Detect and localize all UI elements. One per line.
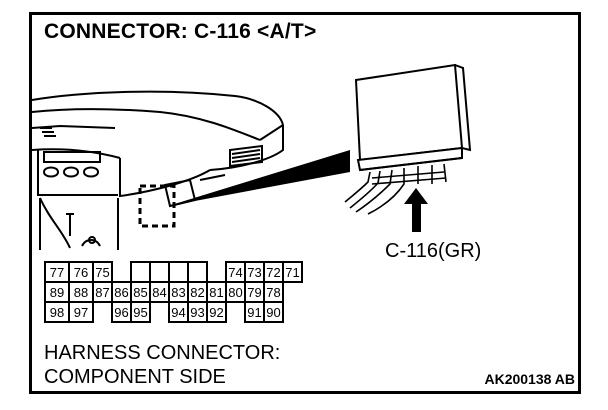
pin-cell: 82 <box>187 281 208 303</box>
diagram-frame <box>29 12 581 394</box>
pin-row-1: 77 76 75 74 73 72 71 <box>44 261 303 283</box>
pin-cell <box>168 261 189 283</box>
pin-cell: 89 <box>44 281 70 303</box>
location-box <box>138 184 176 228</box>
pin-cell: 71 <box>282 261 303 283</box>
dashboard-outline <box>31 90 284 250</box>
pin-cell: 78 <box>263 281 284 303</box>
pin-cell: 96 <box>111 301 132 323</box>
pin-cell: 72 <box>263 261 284 283</box>
pin-cell: 75 <box>92 261 113 283</box>
pin-cell: 74 <box>225 261 246 283</box>
pointer-arrow <box>404 188 428 232</box>
pin-cell: 90 <box>263 301 284 323</box>
pin-cell: 92 <box>206 301 227 323</box>
pin-cell: 88 <box>68 281 94 303</box>
pin-cell <box>187 261 208 283</box>
pin-cell: 94 <box>168 301 189 323</box>
ecu-module <box>354 63 472 172</box>
pin-gap <box>207 262 226 283</box>
pin-gap <box>226 302 245 322</box>
connector-callout: C-116(GR) <box>385 240 481 263</box>
pin-cell: 79 <box>244 281 265 303</box>
title-text: CONNECTOR: C-116 <A/T> <box>44 20 317 43</box>
pin-cell: 87 <box>92 281 113 303</box>
pin-row-3: 98 97 96 95 94 93 92 91 90 <box>44 301 302 323</box>
pin-cell: 77 <box>44 261 70 283</box>
pin-cell: 93 <box>187 301 208 323</box>
pin-gap <box>283 302 302 322</box>
pin-cell: 86 <box>111 281 132 303</box>
location-wedge <box>168 150 350 206</box>
diagram-title: CONNECTOR: C-116 <A/T> <box>44 20 316 44</box>
harness-wires <box>344 163 447 215</box>
pin-gap <box>112 262 131 283</box>
pin-cell <box>149 261 170 283</box>
connector-callout-label: C-116(GR) <box>385 240 482 262</box>
pin-gap <box>283 282 302 302</box>
pin-cell: 91 <box>244 301 265 323</box>
pin-cell: 73 <box>244 261 265 283</box>
pin-cell: 81 <box>206 281 227 303</box>
pin-cell: 95 <box>130 301 151 323</box>
figure-id: AK200138 AB <box>484 371 575 387</box>
pin-gap <box>93 302 112 322</box>
pin-cell: 83 <box>168 281 189 303</box>
connector-pin-layout: 77 76 75 74 73 72 71 89 88 87 86 85 84 8… <box>44 261 303 323</box>
pin-cell: 84 <box>149 281 170 303</box>
pin-cell: 76 <box>68 261 94 283</box>
pin-gap <box>150 302 169 322</box>
pin-row-2: 89 88 87 86 85 84 83 82 81 80 79 78 <box>44 281 302 303</box>
footer-line-2: COMPONENT SIDE <box>44 366 226 388</box>
pin-cell: 80 <box>225 281 246 303</box>
pin-cell <box>130 261 151 283</box>
footer-line-1: HARNESS CONNECTOR: <box>44 342 281 364</box>
pin-cell: 97 <box>68 301 94 323</box>
pin-cell: 85 <box>130 281 151 303</box>
pin-cell: 98 <box>44 301 70 323</box>
